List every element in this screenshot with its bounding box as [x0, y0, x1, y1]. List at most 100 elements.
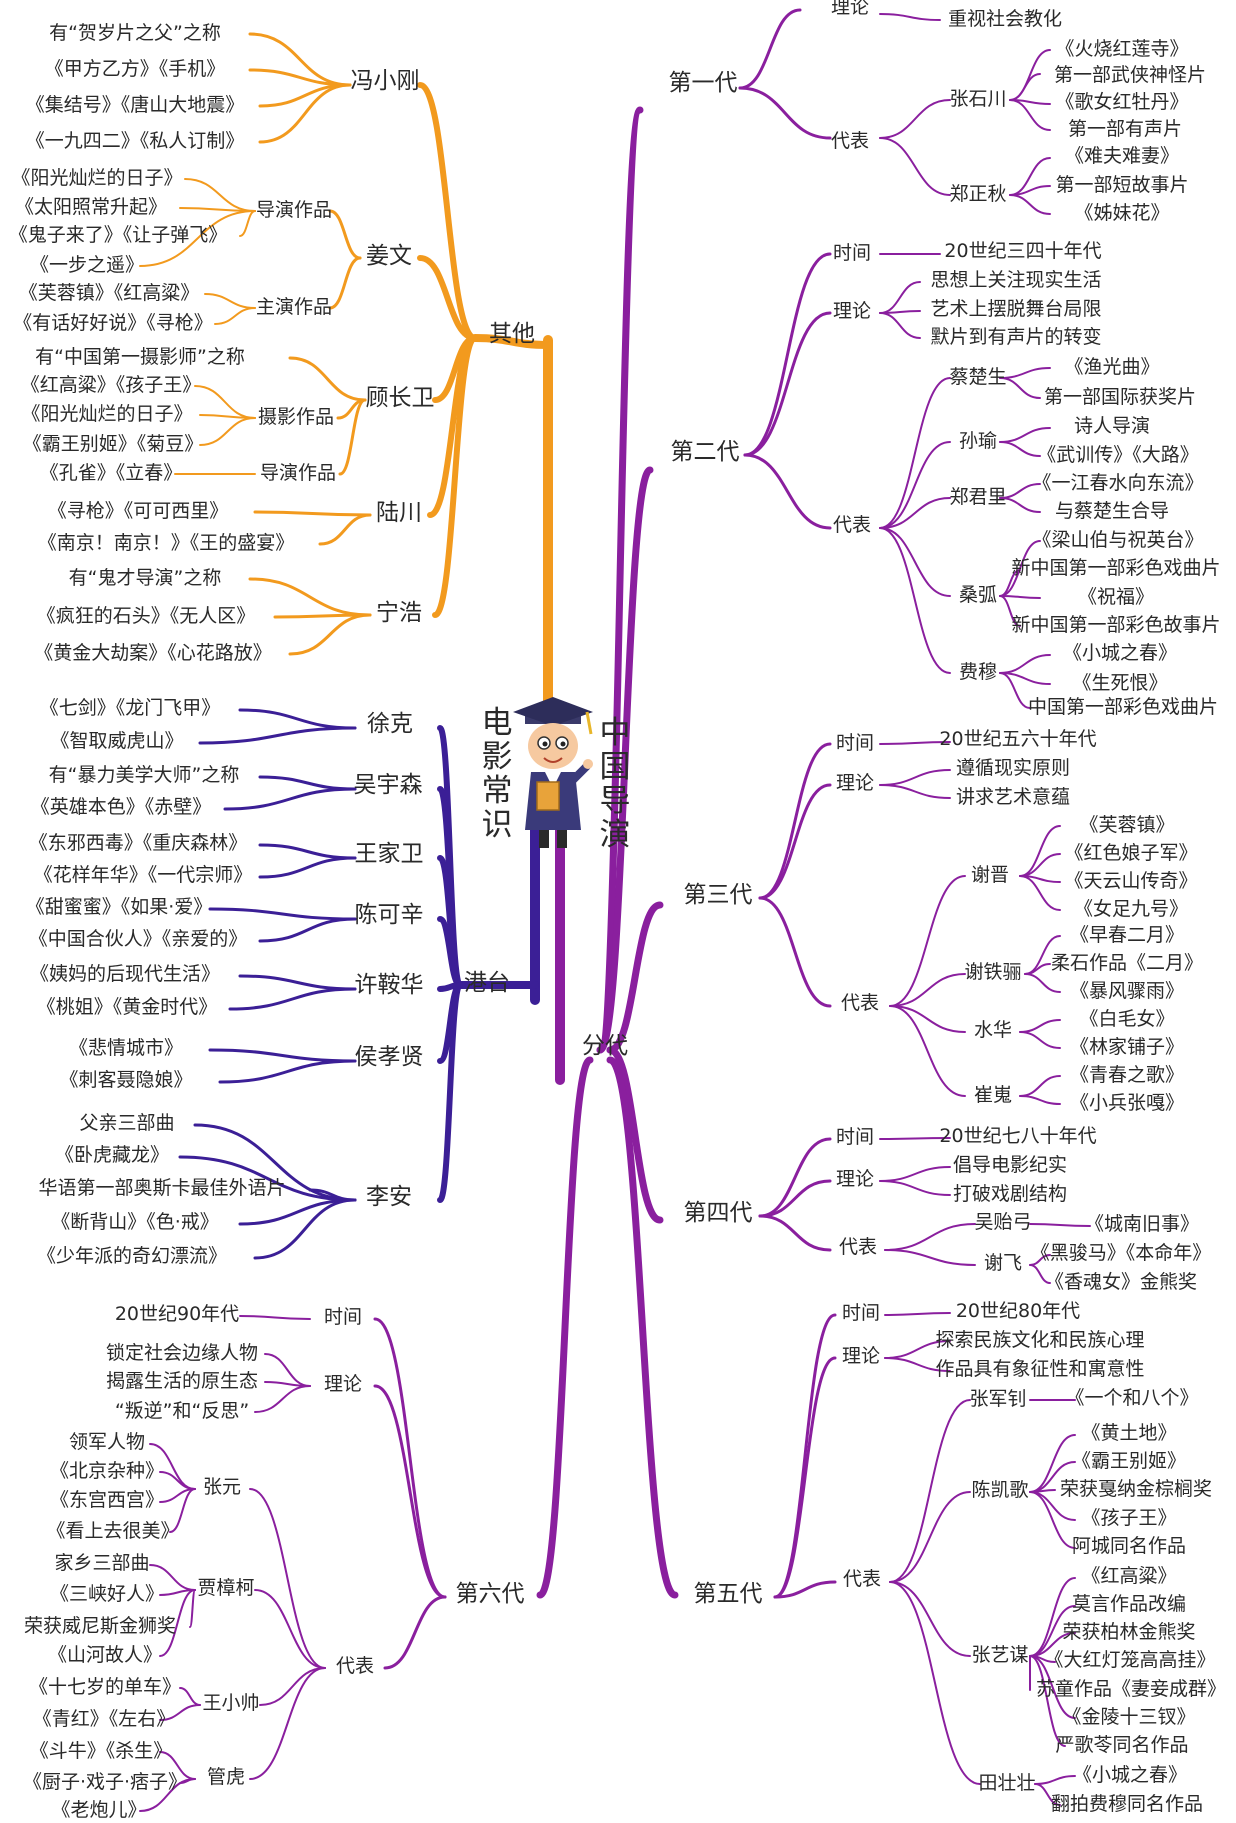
- connector-line: [1029, 1577, 1076, 1657]
- connector-line: [373, 1317, 447, 1599]
- node-g3-sh-2: 《林家铺子》: [1070, 1036, 1184, 1058]
- node-gt-xk-2: 《智取威虎山》: [50, 730, 183, 752]
- connector-line: [889, 1581, 981, 1785]
- connector-line: [879, 769, 951, 786]
- node-g1-zsc-2: 第一部武侠神怪片: [1054, 64, 1206, 86]
- node-g5-zym-5: 苏童作品《妻妾成群》: [1036, 1678, 1226, 1700]
- connector-line: [743, 252, 832, 457]
- node-g1-zsc-1: 《火烧红莲寺》: [1055, 38, 1188, 60]
- connector-line: [879, 13, 941, 21]
- node-g5-zym-3: 荣获柏林金熊奖: [1062, 1621, 1195, 1643]
- connector-line: [139, 210, 256, 267]
- node-g3-shijian: 时间: [836, 732, 874, 754]
- connector-line: [773, 1313, 837, 1599]
- node-g1-zsc: 张石川: [949, 88, 1006, 110]
- node-g5-zjz: 张军钊: [969, 1388, 1026, 1410]
- node-g2-fm-2: 《生死恨》: [1072, 672, 1167, 694]
- node-g6-wxs-1: 《十七岁的单车》: [29, 1676, 181, 1698]
- node-g1-lilun-1: 重视社会教化: [948, 8, 1062, 30]
- node-g6-lilun-1: 锁定社会边缘人物: [106, 1342, 258, 1364]
- connector-line: [879, 784, 951, 799]
- connector-line: [738, 86, 832, 140]
- connector-line: [228, 987, 357, 1011]
- connector-line: [889, 875, 966, 1007]
- connector-line: [1009, 73, 1041, 101]
- connector-line: [999, 654, 1051, 674]
- node-g1-zzq-1: 《难夫难妻》: [1065, 145, 1179, 167]
- connector-line: [159, 1704, 201, 1721]
- node-g1-zzq-2: 第一部短故事片: [1055, 174, 1188, 196]
- node-g2-lilun: 理论: [833, 300, 871, 322]
- node-g2-lilun-3: 默片到有声片的转变: [930, 326, 1101, 348]
- connector-line: [179, 1687, 201, 1706]
- connector-line: [879, 377, 951, 529]
- node-q-gcw-sy-1: 《红高粱》《孩子王》: [21, 374, 202, 396]
- connector-line: [999, 377, 1041, 399]
- connector-line: [239, 210, 256, 237]
- node-g4-wyg: 吴贻弓: [974, 1211, 1031, 1233]
- connector-line: [879, 1166, 951, 1182]
- node-g5-zym: 张艺谋: [971, 1644, 1028, 1666]
- graduate-cartoon-icon: [513, 697, 593, 848]
- connector-line: [758, 1179, 832, 1218]
- node-q-fxg-4: 《一九四二》《私人订制》: [26, 130, 245, 152]
- connector-line: [1029, 1223, 1091, 1227]
- node-q-gcw-dy: 导演作品: [260, 462, 336, 484]
- node-g6-jzk-2: 《三峡好人》: [50, 1583, 164, 1605]
- connector-line: [999, 595, 1041, 599]
- connector-line: [596, 466, 654, 1054]
- node-g1-zsc-4: 第一部有声片: [1068, 118, 1182, 140]
- node-g6-wxs-2: 《青红》《左右》: [33, 1708, 176, 1730]
- connector-line: [208, 1048, 357, 1063]
- connector-line: [139, 1778, 196, 1812]
- connector-line: [214, 307, 256, 325]
- connector-line: [879, 99, 951, 139]
- connector-line: [204, 293, 256, 309]
- node-q-jw: 姜文: [366, 243, 412, 269]
- node-g3-xj-4: 《女足九号》: [1074, 898, 1188, 920]
- node-g3-cw-2: 《小兵张嘎》: [1070, 1092, 1184, 1114]
- connector-line: [253, 1198, 357, 1260]
- node-gt-la-4: 《断背山》《色·戒》: [51, 1211, 219, 1233]
- node-g3-xtl-3: 《暴风骤雨》: [1070, 980, 1184, 1002]
- connector-line: [1034, 1775, 1076, 1785]
- node-g6-gh: 管虎: [207, 1766, 245, 1788]
- connector-line: [1009, 185, 1051, 196]
- connector-line: [239, 1315, 311, 1320]
- node-g2-sh-2: 新中国第一部彩色戏曲片: [1011, 557, 1220, 579]
- connector-line: [471, 334, 552, 349]
- node-g3-shijian-1: 20世纪五六十年代: [939, 728, 1096, 750]
- connector-line: [249, 1488, 326, 1669]
- connector-line: [1019, 1095, 1061, 1105]
- node-g6: 第六代: [456, 1581, 525, 1607]
- node-gt-wjw-1: 《东邪西毒》《重庆森林》: [29, 832, 248, 854]
- node-gt-la-1: 父亲三部曲: [79, 1112, 174, 1134]
- connector-line: [1019, 875, 1061, 911]
- connector-line: [879, 1137, 951, 1140]
- connector-line: [184, 178, 256, 212]
- node-g6-lilun-3: “叛逆”和“反思”: [115, 1400, 249, 1422]
- connector-line: [328, 209, 362, 260]
- connector-line: [1029, 1655, 1066, 1747]
- node-q-fxg-3: 《集结号》《唐山大地震》: [26, 94, 245, 116]
- connector-line: [383, 1595, 447, 1670]
- connector-line: [1029, 1264, 1051, 1284]
- node-g3-sh: 水华: [974, 1019, 1012, 1041]
- node-gt-wys-2: 《英雄本色》《赤壁》: [31, 796, 212, 818]
- node-g5-tzz-1: 《小城之春》: [1073, 1764, 1187, 1786]
- node-g3-xtl-1: 《早春二月》: [1070, 924, 1184, 946]
- connector-line: [254, 1589, 326, 1669]
- node-g6-wxs: 王小帅: [202, 1692, 259, 1714]
- center-title: 中国导演: [600, 715, 631, 853]
- node-g5-shijian: 时间: [842, 1302, 880, 1324]
- node-g5-zjz-1: 《一个和八个》: [1065, 1387, 1198, 1409]
- node-g1-zsc-3: 《歌女红牡丹》: [1055, 91, 1188, 113]
- node-q-gcw-sy-3: 《霸王别姬》《菊豆》: [23, 433, 204, 455]
- node-g1-daibiao: 代表: [831, 130, 869, 152]
- node-gt-xah: 许鞍华: [355, 972, 424, 998]
- node-g2-fm-3: 中国第一部彩色戏曲片: [1028, 696, 1218, 718]
- connector-line: [223, 787, 357, 811]
- node-q-gcw-sy-2: 《阳光灿烂的日子》: [21, 403, 192, 425]
